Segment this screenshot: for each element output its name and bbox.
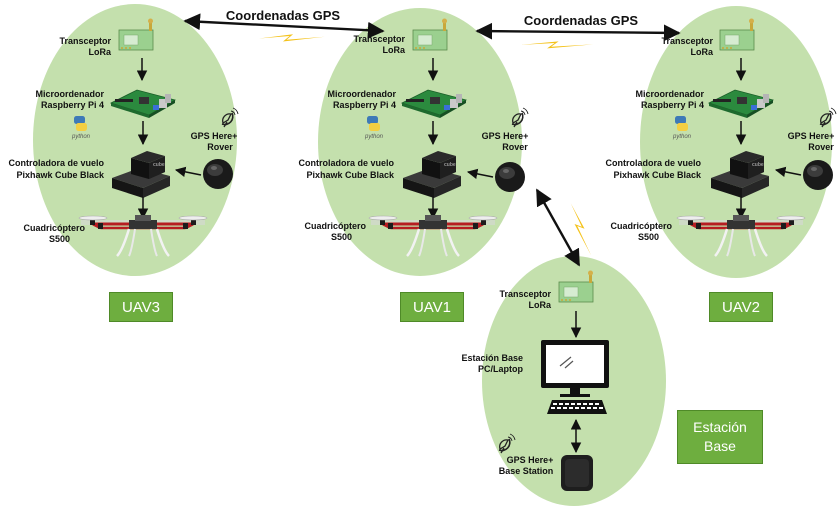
uav3-gps-label: GPS Here+Rover — [191, 131, 238, 152]
gps-puck-icon — [495, 162, 525, 192]
uav3-python-label: python — [71, 134, 91, 140]
uav2-gps-label: GPS Here+Rover — [788, 131, 835, 152]
uav2-arrow-gps-pixhawk — [774, 166, 802, 178]
gps-puck-icon — [803, 160, 833, 190]
lightning-icon — [259, 25, 325, 51]
lightning-icon — [559, 203, 602, 256]
uav2-badge: UAV2 — [709, 292, 773, 322]
uav1-ellipse — [318, 8, 522, 276]
uav1-badge: UAV1 — [400, 292, 464, 322]
base-station-badge: Estación Base — [677, 410, 763, 464]
uav3-badge: UAV3 — [109, 292, 173, 322]
uav1-gps-label: GPS Here+Rover — [482, 131, 529, 152]
uav3-arrow-gps-pixhawk — [174, 166, 202, 178]
lightning-icon — [520, 32, 594, 57]
computer-icon — [541, 340, 609, 414]
uav1-arrow-gps-pixhawk — [466, 168, 494, 180]
gps-link-left-arrow — [183, 13, 385, 39]
gps-link-right-arrow — [475, 22, 681, 42]
uav2-python-label: python — [672, 134, 692, 140]
gps-link-right-label: Coordenadas GPS — [524, 13, 638, 28]
base-gps-icon — [561, 455, 593, 491]
base-link-arrow — [535, 188, 581, 267]
base-gps-label: GPS Here+Base Station — [499, 455, 554, 476]
uav1-python-label: python — [364, 134, 384, 140]
gps-link-left-label: Coordenadas GPS — [226, 8, 340, 23]
gps-puck-icon — [203, 159, 233, 189]
uav3-ellipse — [33, 4, 237, 276]
